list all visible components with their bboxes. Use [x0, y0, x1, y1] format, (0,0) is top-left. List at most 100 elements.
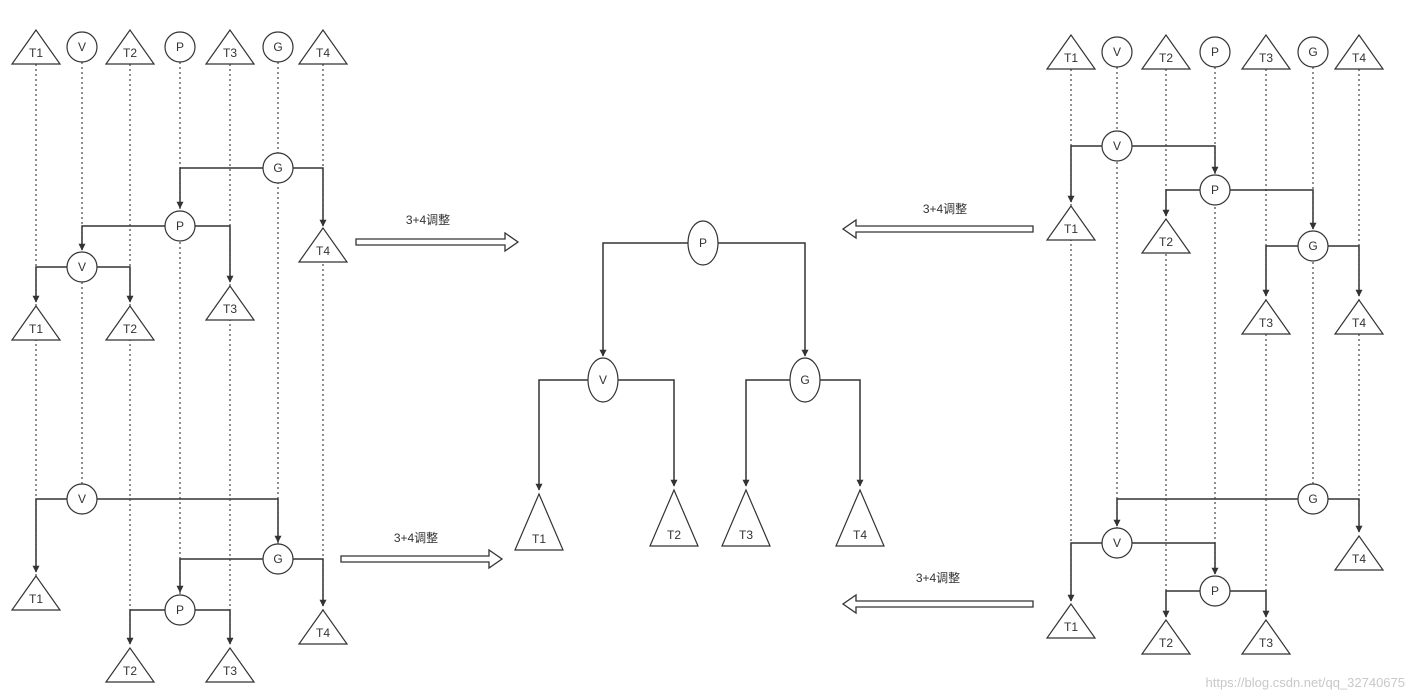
left-header-v-label: V: [78, 40, 86, 54]
left-b-edge-v-t1: [32, 498, 67, 573]
left-a-t2-label: T2: [123, 322, 137, 336]
left-a-edge-v-t2: [97, 266, 134, 303]
left-header-p-label: P: [176, 40, 184, 54]
right-header-v-label: V: [1113, 45, 1121, 59]
right-b-t4: T4: [1333, 534, 1385, 571]
left-b-v-label: V: [78, 492, 86, 506]
left-b-t1-label: T1: [29, 592, 43, 606]
arrow-top-left: [355, 231, 520, 253]
right-header-g: G: [1297, 36, 1329, 68]
center-p-label: P: [699, 236, 707, 250]
right-header-t2: T2: [1140, 33, 1192, 70]
right-a-g-label: G: [1308, 239, 1317, 253]
left-header-t3: T3: [204, 28, 256, 65]
right-header-p: P: [1199, 36, 1231, 68]
center-t4: T4: [835, 488, 885, 547]
left-header-t2-label: T2: [123, 46, 137, 60]
right-header-t1-label: T1: [1064, 51, 1078, 65]
right-header-v: V: [1101, 36, 1133, 68]
right-b-edge-p-t3: [1230, 590, 1270, 618]
right-a-v: V: [1101, 130, 1133, 162]
right-b-edge-v-t1: [1067, 542, 1102, 602]
left-a-t1-label: T1: [29, 322, 43, 336]
center-t1: T1: [514, 492, 564, 551]
left-header-t1: T1: [10, 28, 62, 65]
right-b-v-label: V: [1113, 536, 1121, 550]
right-b-t2-label: T2: [1159, 636, 1173, 650]
center-t3-label: T3: [739, 528, 753, 542]
right-a-edge-v-t1: [1067, 145, 1102, 203]
left-a-p: P: [164, 210, 196, 242]
center-t4-label: T4: [853, 528, 867, 542]
arrow-label-bottom-left: 3+4调整: [394, 530, 438, 545]
right-b-t1-label: T1: [1064, 620, 1078, 634]
watermark-text: https://blog.csdn.net/qq_32740675: [1206, 675, 1406, 690]
right-header-t3: T3: [1240, 33, 1292, 70]
left-a-t3-label: T3: [223, 302, 237, 316]
right-b-p: P: [1199, 575, 1231, 607]
right-a-v-label: V: [1113, 139, 1121, 153]
right-a-t1: T1: [1045, 204, 1097, 241]
right-a-edge-g-t4: [1328, 245, 1363, 297]
left-a-p-label: P: [176, 219, 184, 233]
left-b-p-label: P: [176, 603, 184, 617]
left-header-t4-label: T4: [316, 46, 330, 60]
center-g: G: [789, 357, 821, 403]
center-t1-label: T1: [532, 532, 546, 546]
left-b-t3-label: T3: [223, 664, 237, 678]
center-edge-g-t4: [820, 379, 864, 487]
left-a-t2: T2: [104, 304, 156, 341]
right-a-edge-g-t3: [1262, 245, 1298, 297]
right-b-edge-g-t4: [1328, 498, 1363, 533]
left-b-t2-label: T2: [123, 664, 137, 678]
center-t2: T2: [649, 488, 699, 547]
right-a-g: G: [1297, 230, 1329, 262]
right-a-edge-p-g: [1230, 189, 1317, 230]
left-a-t3: T3: [204, 284, 256, 321]
right-a-t3-label: T3: [1259, 316, 1273, 330]
left-a-v: V: [66, 251, 98, 283]
left-a-edge-v-t1: [32, 266, 67, 303]
center-g-label: G: [800, 373, 809, 387]
left-b-g: G: [262, 543, 294, 575]
right-b-t3-label: T3: [1259, 636, 1273, 650]
right-b-v: V: [1101, 527, 1133, 559]
left-b-edge-g-t4: [293, 558, 327, 607]
center-edge-p-v: [599, 242, 688, 357]
left-header-g: G: [262, 31, 294, 63]
left-b-t2: T2: [104, 646, 156, 683]
center-v: V: [587, 357, 619, 403]
right-b-g: G: [1297, 483, 1329, 515]
right-header-t4-label: T4: [1352, 51, 1366, 65]
left-b-edge-p-t3: [195, 609, 234, 645]
left-a-g-label: G: [273, 161, 282, 175]
right-b-t2: T2: [1140, 618, 1192, 655]
right-header-p-label: P: [1211, 45, 1219, 59]
left-a-g: G: [262, 152, 294, 184]
right-b-t3: T3: [1240, 618, 1292, 655]
left-header-g-label: G: [273, 40, 282, 54]
right-b-g-label: G: [1308, 492, 1317, 506]
left-b-edge-g-p: [176, 558, 263, 593]
arrow-label-top-left: 3+4调整: [406, 212, 450, 227]
left-a-t4-label: T4: [316, 244, 330, 258]
right-header-t2-label: T2: [1159, 51, 1173, 65]
left-b-edge-v-g: [97, 498, 282, 543]
right-a-t2-label: T2: [1159, 235, 1173, 249]
right-header-t4: T4: [1333, 33, 1385, 70]
left-a-v-label: V: [78, 260, 86, 274]
left-a-edge-g-t4: [293, 167, 327, 227]
left-b-t1: T1: [10, 574, 62, 611]
left-header-t2: T2: [104, 28, 156, 65]
left-header-v: V: [66, 31, 98, 63]
arrow-bottom-left: [340, 548, 504, 570]
right-header-t1: T1: [1045, 33, 1097, 70]
left-a-t1: T1: [10, 304, 62, 341]
left-b-t3: T3: [204, 646, 256, 683]
left-b-v: V: [66, 483, 98, 515]
center-edge-v-t2: [618, 379, 678, 487]
left-header-t4: T4: [297, 28, 349, 65]
